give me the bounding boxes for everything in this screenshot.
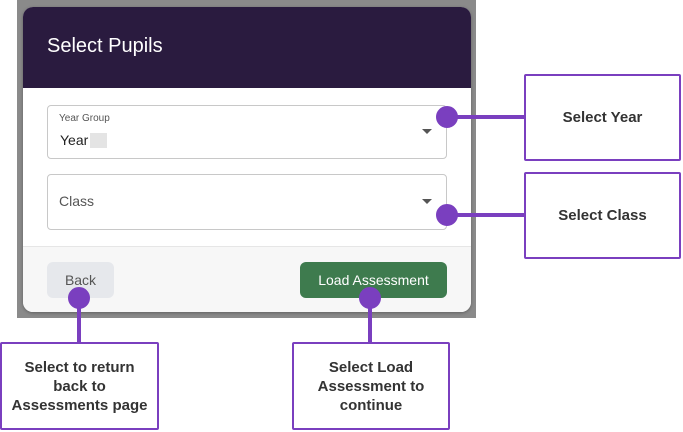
- redacted-value: [90, 133, 108, 148]
- year-group-value: Year: [60, 132, 108, 148]
- callout-back: Select to return back to Assessments pag…: [0, 342, 159, 430]
- back-connector-dot: [68, 287, 90, 309]
- load-connector-dot: [359, 287, 381, 309]
- dialog-header: Select Pupils: [23, 7, 471, 88]
- chevron-down-icon[interactable]: [422, 199, 432, 204]
- select-pupils-dialog: Select Pupils Year Group Year Class Back…: [23, 7, 471, 312]
- year-group-value-text: Year: [60, 132, 89, 148]
- year-group-label: Year Group: [59, 113, 110, 124]
- callout-select-class: Select Class: [524, 172, 681, 259]
- year-connector-dot: [436, 106, 458, 128]
- dialog-title: Select Pupils: [47, 35, 163, 57]
- year-group-select[interactable]: Year Group Year: [47, 105, 447, 159]
- chevron-down-icon[interactable]: [422, 129, 432, 134]
- callout-select-year: Select Year: [524, 74, 681, 161]
- class-connector-dot: [436, 204, 458, 226]
- class-select[interactable]: Class: [47, 174, 447, 230]
- load-assessment-button[interactable]: Load Assessment: [300, 262, 447, 298]
- class-placeholder: Class: [59, 193, 95, 209]
- callout-load-assessment: Select Load Assessment to continue: [292, 342, 450, 430]
